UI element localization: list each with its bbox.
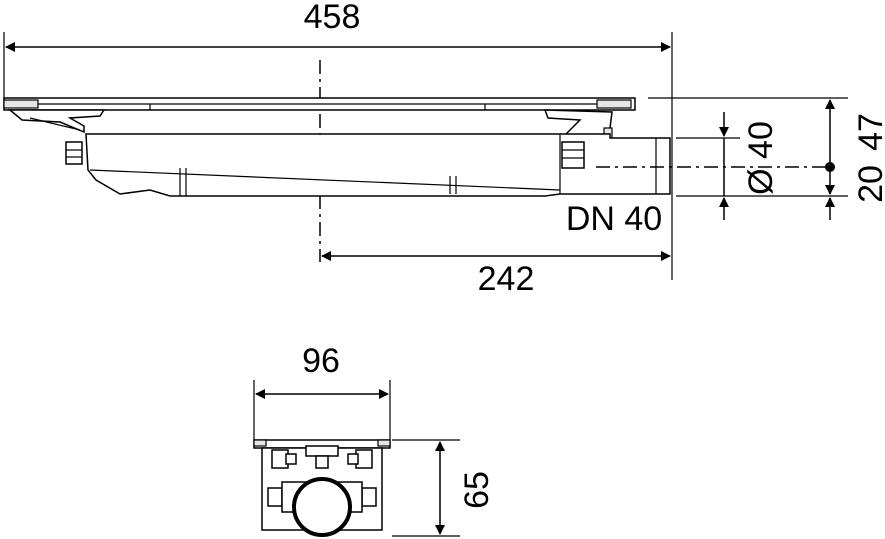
left-fitting (65, 141, 83, 165)
dim-overall-length: 458 (304, 0, 361, 36)
left-bracket (7, 109, 106, 134)
right-fitting (561, 141, 585, 169)
drain-grate (3, 97, 636, 111)
dim-total-height: 47 (852, 113, 885, 151)
dim-outlet-offset: 242 (478, 260, 535, 298)
end-profile (253, 439, 391, 537)
end-view: 96 65 (253, 342, 496, 537)
dim-outlet-diameter: Ø 40 (742, 121, 780, 195)
dim-end-height: 65 (458, 471, 496, 509)
side-view: 458 (3, 0, 885, 298)
outlet-pipe-section (292, 477, 352, 537)
outlet-label: DN 40 (566, 200, 662, 238)
dim-outlet-height: 20 (852, 165, 885, 203)
dim-point (825, 162, 835, 172)
drain-channel-body (85, 133, 671, 197)
dim-end-width: 96 (302, 342, 340, 380)
